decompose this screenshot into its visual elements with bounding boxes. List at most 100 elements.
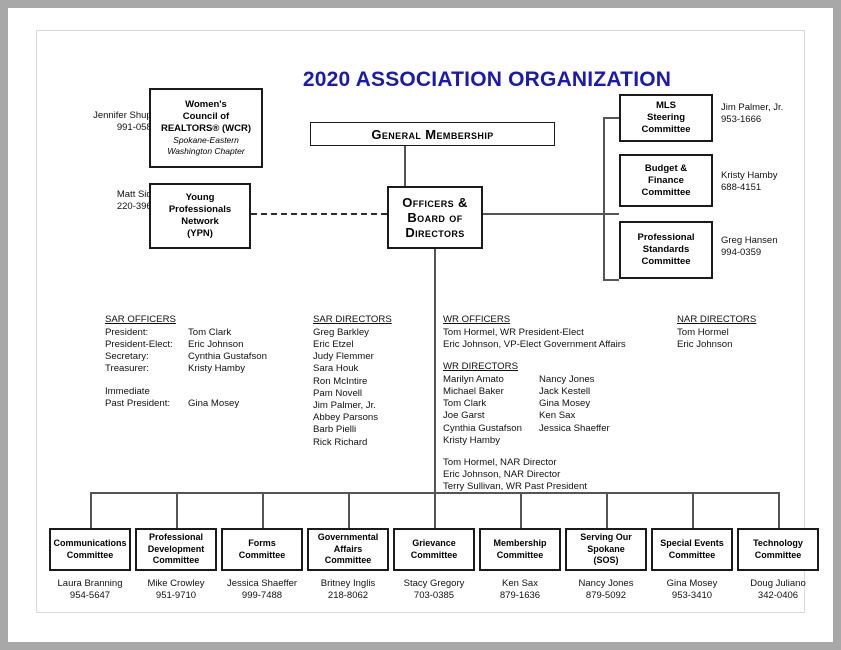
standards-contact-phone: 994-0359 xyxy=(721,247,762,258)
committee-label: Governmental Affairs Committee xyxy=(318,532,379,567)
committee-line: Committee xyxy=(238,549,286,560)
committee-box[interactable]: Serving Our Spokane (SOS) xyxy=(565,528,647,571)
sar-officer-row: Treasurer:Kristy Hamby xyxy=(105,363,267,375)
committee-line: Serving Our xyxy=(580,532,632,543)
wcr-contact: Jennifer Shupe 991-0587 xyxy=(65,110,157,134)
sar-officers-heading: SAR OFFICERS xyxy=(105,314,176,325)
committee-label: Communications Committee xyxy=(53,538,126,561)
committee-stub xyxy=(778,492,780,528)
ypn-line-2: Professionals xyxy=(168,204,232,215)
committee-line: Committee xyxy=(410,549,458,560)
committee-box[interactable]: Forms Committee xyxy=(221,528,303,571)
connector-officers-trunk xyxy=(434,249,436,492)
wr-directors-columns: Marilyn Amato Michael Baker Tom Clark Jo… xyxy=(443,374,635,447)
committee-line: Technology xyxy=(753,538,803,548)
mls-line-2: Steering xyxy=(646,112,685,123)
sar-officers-block: SAR OFFICERS President:Tom Clark Preside… xyxy=(105,314,267,410)
sar-director-name: Barb Pielli xyxy=(313,424,357,436)
sar-director-name: Rick Richard xyxy=(313,436,368,448)
past-president-role: Past President: xyxy=(105,397,171,409)
page-title: 2020 ASSOCIATION ORGANIZATION xyxy=(302,68,672,91)
node-professional-standards[interactable]: Professional Standards Committee xyxy=(619,221,713,279)
wr-footnote: Terry Sullivan, WR Past President xyxy=(443,481,587,493)
ypn-contact-name: Matt Side xyxy=(116,189,157,200)
committee-box[interactable]: Governmental Affairs Committee xyxy=(307,528,389,571)
wr-directors-column-2: Nancy Jones Jack Kestell Gina Mosey Ken … xyxy=(539,374,635,447)
committee-label: Membership Committee xyxy=(493,538,546,561)
standards-contact: Greg Hansen 994-0359 xyxy=(721,235,831,259)
sar-director-name: Ron McIntire xyxy=(313,375,368,387)
wr-block: WR OFFICERS Tom Hormel, WR President-Ele… xyxy=(443,314,635,494)
committee-stub xyxy=(520,492,522,528)
committee-box[interactable]: Special Events Committee xyxy=(651,528,733,571)
committee-line: Committee xyxy=(754,549,802,560)
committee-box[interactable]: Technology Committee xyxy=(737,528,819,571)
committee-box[interactable]: Membership Committee xyxy=(479,528,561,571)
wr-director-name: Joe Garst xyxy=(443,410,485,422)
sar-director-name: Sara Houk xyxy=(313,363,359,375)
sar-director-name: Judy Flemmer xyxy=(313,351,374,363)
committee-contact: Doug Juliano 342-0406 xyxy=(735,578,821,602)
wcr-sub-2: Washington Chapter xyxy=(167,146,245,156)
committee-box[interactable]: Grievance Committee xyxy=(393,528,475,571)
document-page: 2020 ASSOCIATION ORGANIZATION Jennifer S… xyxy=(8,8,833,642)
committee-line: Grievance xyxy=(412,538,456,548)
budget-line-1: Budget & xyxy=(644,162,688,174)
sar-officer-row: Secretary: Cynthia Gustafson xyxy=(105,351,267,363)
sar-officer-name: Cynthia Gustafson xyxy=(188,351,267,363)
connector-ypn-to-officers xyxy=(251,213,387,215)
sar-director-name: Pam Novell xyxy=(313,387,363,399)
committee-stub xyxy=(434,492,436,528)
sar-director-name: Abbey Parsons xyxy=(313,412,379,424)
committee-contact: Nancy Jones 879-5092 xyxy=(561,578,651,602)
committee-line: Special Events xyxy=(660,538,724,548)
node-ypn[interactable]: Young Professionals Network (YPN) xyxy=(149,183,251,249)
committee-line: Committee xyxy=(152,555,200,566)
budget-contact: Kristy Hamby 688-4151 xyxy=(721,170,831,194)
general-membership-label: General Membership xyxy=(371,126,494,142)
ypn-line-1: Young xyxy=(185,192,215,203)
committee-line: Professional xyxy=(148,532,203,543)
committee-contact: Stacy Gregory 703-0385 xyxy=(393,578,475,602)
committee-line: Affairs xyxy=(333,543,363,554)
sar-officer-role: Secretary: xyxy=(105,351,149,363)
node-budget-finance[interactable]: Budget & Finance Committee xyxy=(619,154,713,207)
committee-line: Governmental xyxy=(317,532,379,543)
node-mls-steering[interactable]: MLS Steering Committee xyxy=(619,94,713,142)
committee-line: Spokane xyxy=(587,543,625,554)
standards-line-1: Professional xyxy=(637,232,695,243)
wr-directors-column-1: Marilyn Amato Michael Baker Tom Clark Jo… xyxy=(443,374,539,447)
committee-label: Technology Committee xyxy=(753,538,803,561)
committee-contact-name: Britney Inglis xyxy=(320,578,376,589)
committee-box[interactable]: Communications Committee xyxy=(49,528,131,571)
sar-officer-role: President: xyxy=(105,326,149,338)
node-general-membership[interactable]: General Membership xyxy=(310,122,555,146)
node-officers-board[interactable]: Officers & Board of Directors xyxy=(387,186,483,249)
mls-line-1: MLS xyxy=(655,100,677,111)
org-chart-canvas: 2020 ASSOCIATION ORGANIZATION Jennifer S… xyxy=(37,31,819,614)
wr-director-name: Kristy Hamby xyxy=(443,434,501,446)
wr-director-name: Ken Sax xyxy=(539,410,576,422)
committee-box[interactable]: Professional Development Committee xyxy=(135,528,217,571)
committee-contact-name: Jessica Shaeffer xyxy=(226,578,298,589)
connector-spine-to-mls xyxy=(603,117,619,119)
wr-director-name: Marilyn Amato xyxy=(443,373,504,385)
committee-contact-phone: 703-0385 xyxy=(413,590,455,601)
wr-officer-name: Tom Hormel, WR President-Elect xyxy=(443,326,584,338)
ypn-contact: Matt Side 220-3961 xyxy=(65,189,157,213)
committee-line: (SOS) xyxy=(593,555,619,566)
committee-label: Grievance Committee xyxy=(411,538,458,561)
node-wcr[interactable]: Women's Council of REALTORS® (WCR) Spoka… xyxy=(149,88,263,168)
committee-stub xyxy=(90,492,92,528)
committee-line: Development xyxy=(147,543,205,554)
committee-label: Professional Development Committee xyxy=(148,532,205,567)
ypn-line-3: Network xyxy=(181,216,219,227)
sar-officer-role: Treasurer: xyxy=(105,363,149,375)
nar-director-name: Tom Hormel xyxy=(677,326,729,338)
committee-stub xyxy=(348,492,350,528)
connector-officers-to-right-spine xyxy=(483,213,604,215)
wcr-line-2: Council of xyxy=(182,111,230,122)
budget-contact-name: Kristy Hamby xyxy=(721,170,778,181)
nar-director-name: Eric Johnson xyxy=(677,338,733,350)
committee-line: Committee xyxy=(66,549,114,560)
